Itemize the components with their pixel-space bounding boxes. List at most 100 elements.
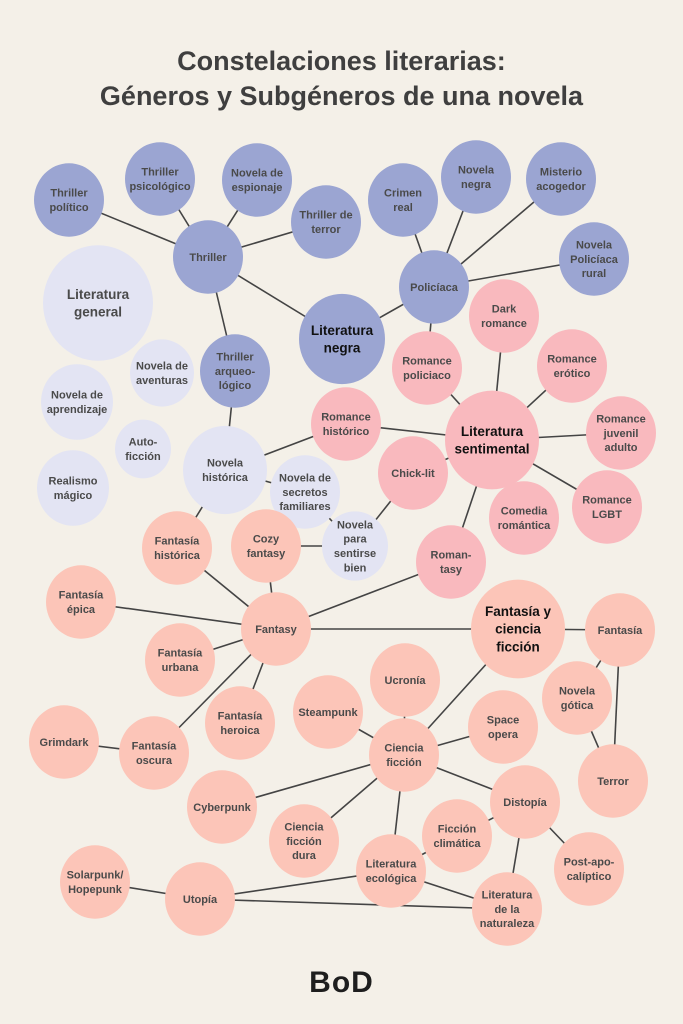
node-post-apo: Post-apo-calíptico (554, 832, 624, 906)
node-label: Solarpunk/Hopepunk (67, 870, 124, 896)
node-circle (115, 419, 171, 479)
node-circle (471, 579, 565, 679)
node-label: Post-apo-calíptico (564, 857, 615, 883)
node-circle (231, 509, 301, 583)
node-terror: Terror (578, 744, 648, 818)
node-label: Terror (597, 776, 629, 788)
node-circle (489, 481, 559, 555)
node-circle (145, 623, 215, 697)
node-fantasy: Fantasy (241, 592, 311, 666)
node-circle (187, 770, 257, 844)
node-circle (41, 364, 113, 440)
node-label: Utopía (183, 894, 218, 906)
node-circle (585, 593, 655, 667)
node-chicklit: Chick-lit (378, 436, 448, 510)
node-circle (554, 832, 624, 906)
node-circle (291, 185, 361, 259)
node-circle (445, 390, 539, 490)
node-circle (37, 450, 109, 526)
node-circle (34, 163, 104, 237)
node-autoficcion: Auto-ficción (115, 419, 171, 479)
node-circle (578, 744, 648, 818)
node-circle (586, 396, 656, 470)
title-line-1: Constelaciones literarias: (177, 46, 506, 76)
node-circle (356, 834, 426, 908)
node-label: Thriller (189, 252, 227, 264)
node-steampunk: Steampunk (293, 675, 363, 749)
node-circle (369, 718, 439, 792)
node-circle (60, 845, 130, 919)
node-solarpunk: Solarpunk/Hopepunk (60, 845, 130, 919)
edge-utopia-lit_naturaleza (199, 898, 508, 910)
node-circle (46, 565, 116, 639)
node-circle (299, 293, 385, 385)
node-utopia: Utopía (165, 862, 235, 936)
node-label: Cyberpunk (193, 802, 251, 814)
node-circle (572, 470, 642, 544)
node-label: Distopía (503, 797, 547, 809)
node-fantasia: Fantasía (585, 593, 655, 667)
node-circle (392, 331, 462, 405)
node-circle (441, 140, 511, 214)
node-romantasy: Roman-tasy (416, 525, 486, 599)
node-circle (469, 279, 539, 353)
diagram-title: Constelaciones literarias: Géneros y Sub… (0, 44, 683, 114)
node-distopia: Distopía (490, 765, 560, 839)
node-policiaca: Policíaca (399, 250, 469, 324)
node-circle (293, 675, 363, 749)
node-circle (241, 592, 311, 666)
node-circle (368, 163, 438, 237)
node-circle (200, 334, 270, 408)
node-circle (269, 804, 339, 878)
node-label: Auto-ficción (125, 437, 161, 463)
